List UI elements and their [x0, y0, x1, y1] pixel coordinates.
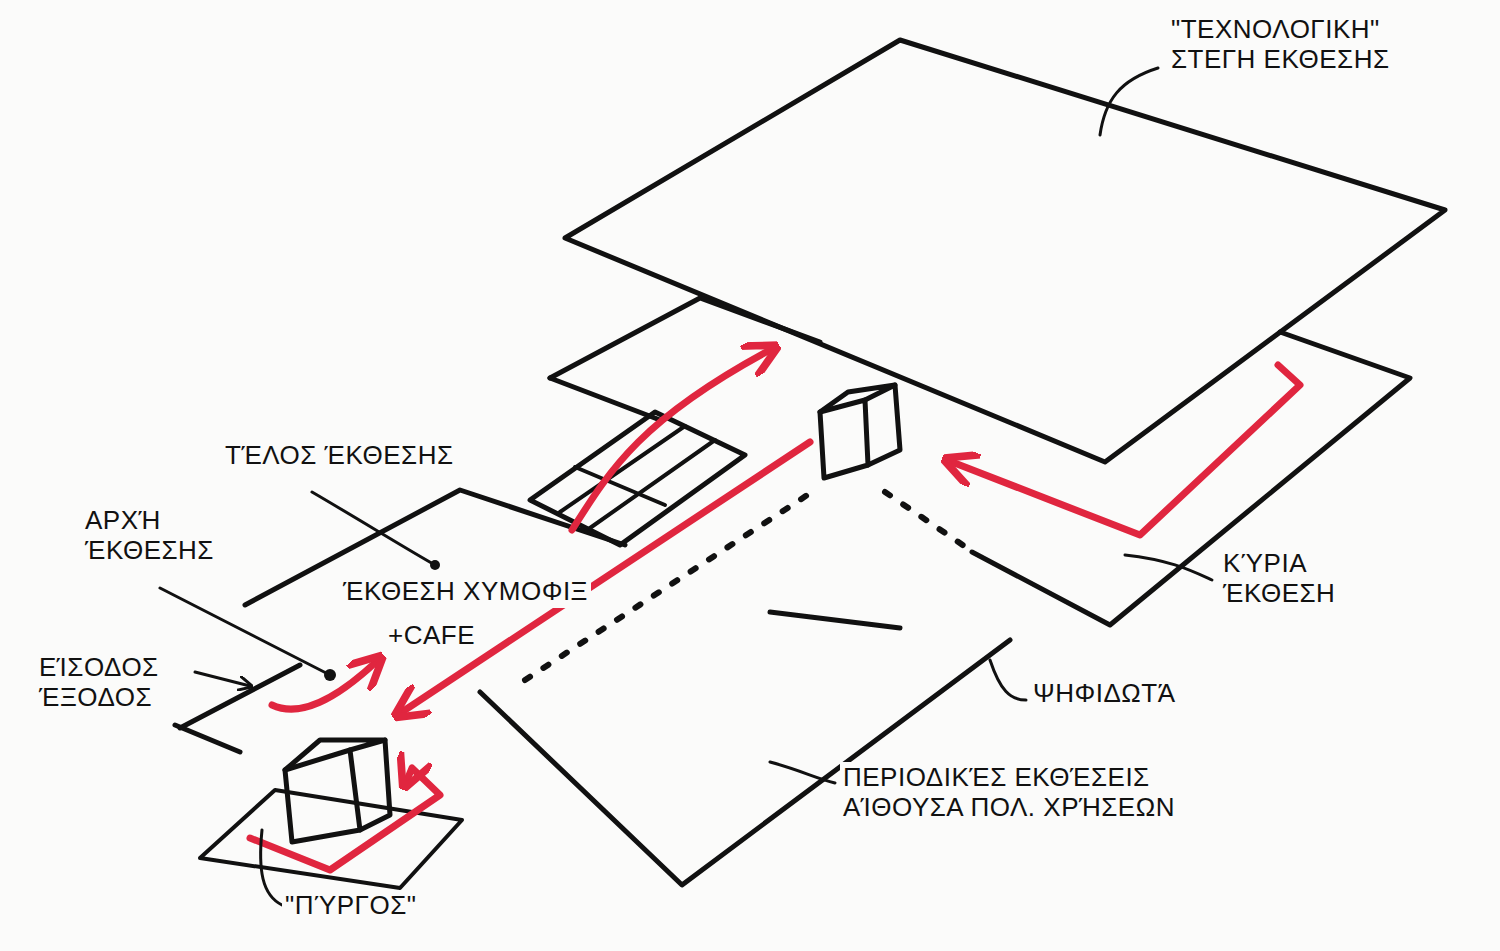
- dotted-line: [885, 492, 970, 550]
- main-floor: [972, 332, 1410, 625]
- leader-dot: [430, 560, 440, 570]
- circulation-arrow: [272, 662, 376, 709]
- leader-line: [1100, 68, 1158, 135]
- sketch-label: ΚΎΡΙΑ ΈΚΘΕΣΗ: [1220, 548, 1386, 610]
- entrance-plate: [175, 725, 240, 752]
- stair-step: [560, 426, 685, 512]
- sketch-label: ΤΈΛΟΣ ΈΚΘΕΣΗΣ: [222, 440, 457, 472]
- sketch-label: ΑΡΧΉ ΈΚΘΕΣΗΣ: [82, 505, 238, 567]
- tower-top: [285, 740, 385, 770]
- leader-line: [160, 588, 330, 675]
- periodic-plate-edge: [770, 612, 900, 628]
- circulation-arrow: [572, 350, 770, 530]
- circulation-arrow: [952, 365, 1300, 535]
- sketch-label: ΨΗΦΙΔΩΤΆ: [1030, 678, 1179, 710]
- sketch-label: ΕΊΣΟΔΟΣ ΈΞΟΔΟΣ: [36, 652, 182, 714]
- sketch-label: "ΠΎΡΓΟΣ": [282, 890, 419, 922]
- circulation-arrow: [250, 768, 440, 870]
- small-cube-side: [868, 385, 900, 465]
- entrance-plate: [180, 665, 300, 728]
- upper-plate: [550, 298, 820, 378]
- upper-plate-edge: [550, 378, 660, 420]
- small-cube-top: [820, 385, 895, 412]
- tower-side: [360, 740, 390, 830]
- sketch-label: ΈΚΘΕΣΗ ΧΥΜΟΦΙΞ: [340, 576, 591, 608]
- leader-line: [261, 830, 282, 905]
- roof-plate: [565, 40, 1445, 462]
- leader-line: [990, 660, 1026, 700]
- small-cube: [820, 400, 868, 478]
- leader-line: [312, 492, 435, 565]
- sketch-label: ΠΕΡΙΟΔΙΚΈΣ ΕΚΘΈΣΕΙΣ ΑΊΘΟΥΣΑ ΠΟΛ. ΧΡΉΣΕΩΝ: [840, 762, 1246, 824]
- entry-arrow: [195, 672, 250, 686]
- sketch-label: "ΤΕΧΝΟΛΟΓΙΚΗ" ΣΤΕΓΗ ΕΚΘΕΣΗΣ: [1168, 14, 1444, 76]
- sketch-label: +CAFE: [385, 620, 478, 652]
- leader-line: [770, 762, 835, 783]
- leader-line: [1125, 555, 1212, 580]
- leader-dot: [324, 669, 336, 681]
